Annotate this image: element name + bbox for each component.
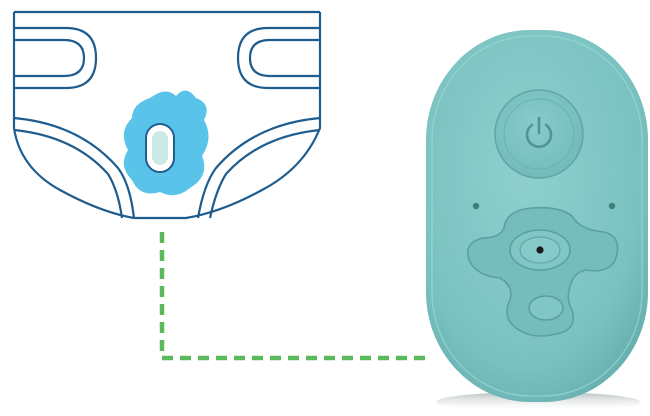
- left-indicator-dot: [472, 202, 480, 210]
- right-tab: [236, 26, 320, 90]
- power-icon: [525, 116, 553, 148]
- clip-lower-oval: [528, 295, 564, 321]
- dashed-connector: [159, 232, 428, 361]
- right-indicator-dot: [608, 202, 616, 210]
- left-leg-cuff: [13, 116, 136, 219]
- diaper-sensor: [145, 123, 175, 173]
- right-leg-cuff: [196, 116, 321, 219]
- diaper-outline: [12, 10, 322, 220]
- clip-center-hole: [536, 246, 544, 254]
- left-tab: [14, 26, 98, 90]
- device-clip: [466, 206, 619, 337]
- power-button[interactable]: [494, 89, 584, 179]
- sensor-device: [426, 30, 648, 412]
